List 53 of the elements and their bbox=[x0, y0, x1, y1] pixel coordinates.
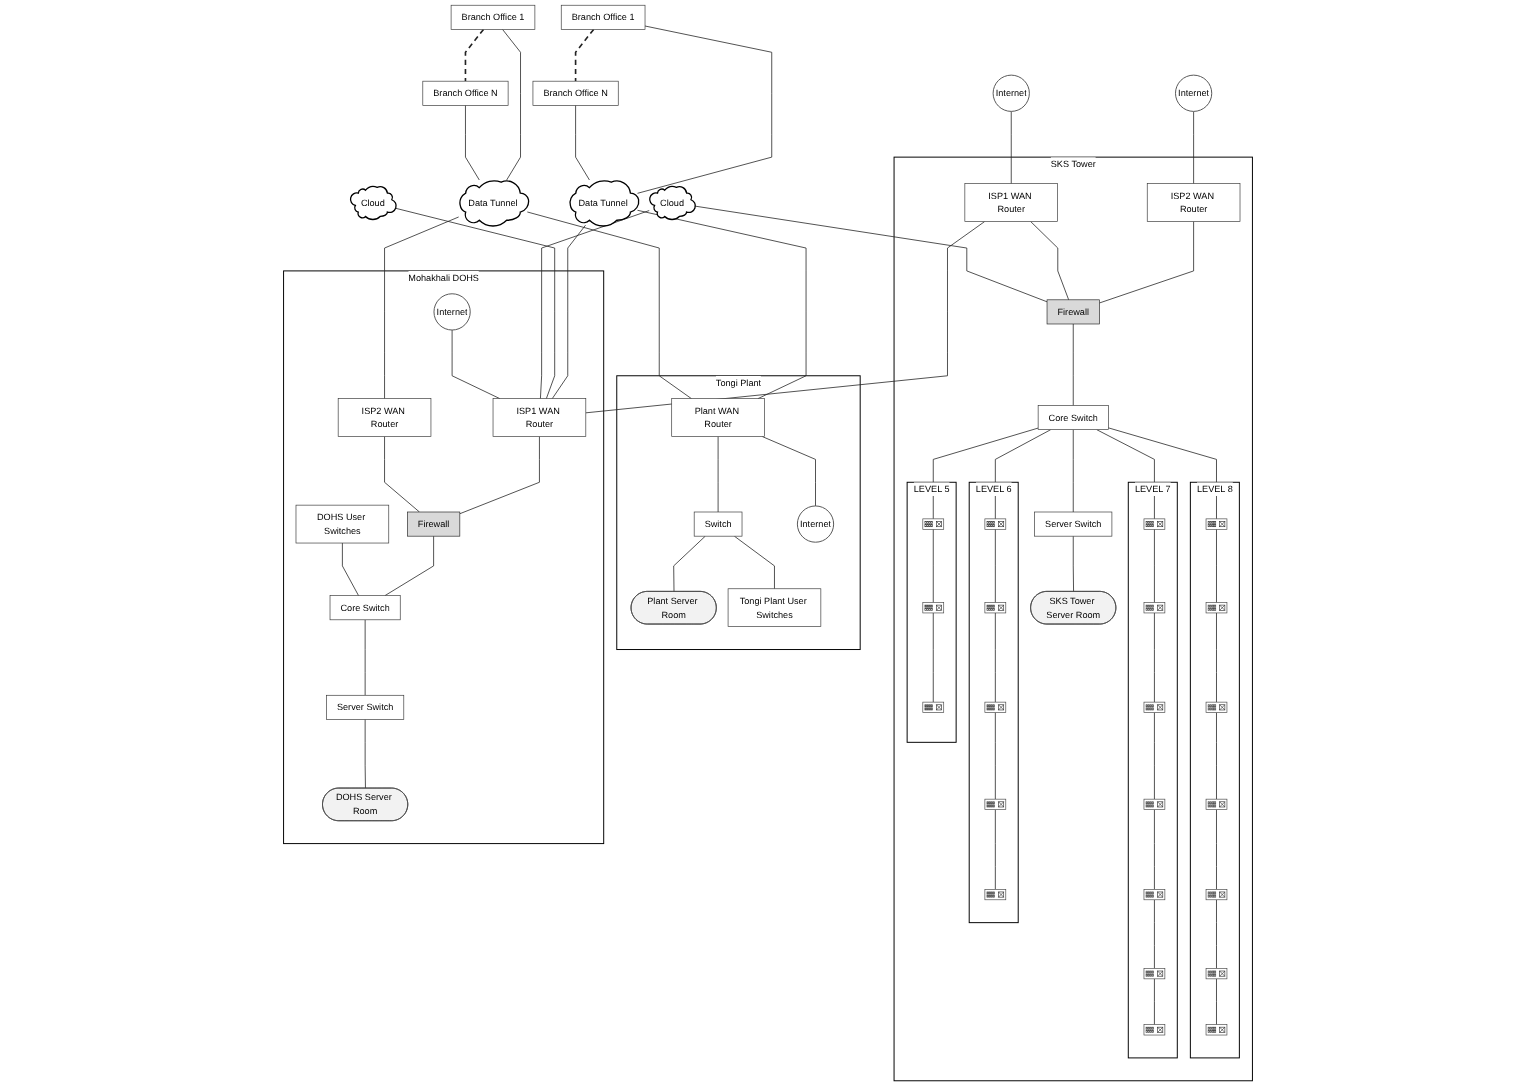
connector bbox=[384, 535, 434, 596]
connector bbox=[1154, 899, 1155, 969]
connector bbox=[734, 535, 775, 590]
connector bbox=[1216, 809, 1217, 890]
connector bbox=[717, 436, 719, 513]
connector bbox=[551, 224, 586, 399]
connector bbox=[994, 809, 996, 890]
connector bbox=[932, 427, 1039, 520]
connector bbox=[1107, 427, 1217, 520]
connector bbox=[1154, 809, 1155, 890]
connector bbox=[1216, 899, 1217, 969]
connector bbox=[761, 436, 816, 507]
connector bbox=[694, 205, 1048, 303]
connector bbox=[1072, 429, 1074, 513]
connector bbox=[540, 210, 650, 399]
connector bbox=[1154, 978, 1155, 1025]
connector bbox=[1072, 323, 1074, 406]
connector bbox=[364, 719, 366, 789]
connector bbox=[637, 209, 807, 399]
connector bbox=[574, 28, 595, 82]
connector bbox=[994, 528, 996, 603]
connector bbox=[1154, 528, 1155, 603]
connector bbox=[994, 612, 996, 703]
connector bbox=[1072, 535, 1074, 593]
connector bbox=[1193, 111, 1194, 185]
connector bbox=[994, 712, 996, 800]
connector bbox=[1216, 712, 1217, 800]
connector bbox=[1096, 429, 1155, 520]
connector bbox=[1216, 528, 1217, 603]
connector bbox=[451, 329, 501, 399]
connector bbox=[459, 436, 540, 515]
connector bbox=[673, 535, 706, 593]
connector bbox=[1216, 612, 1217, 703]
connector bbox=[585, 221, 986, 414]
connector bbox=[1154, 712, 1155, 800]
connector bbox=[384, 216, 460, 399]
connector bbox=[932, 528, 934, 603]
connector bbox=[637, 25, 773, 194]
connector bbox=[932, 612, 934, 703]
connector bbox=[1030, 221, 1070, 301]
connector bbox=[384, 436, 420, 513]
connector bbox=[1010, 111, 1012, 185]
connector bbox=[575, 104, 590, 181]
connector bbox=[1154, 612, 1155, 703]
connector bbox=[502, 29, 521, 181]
connector bbox=[464, 28, 485, 82]
connector bbox=[465, 104, 480, 181]
connector bbox=[1099, 221, 1194, 304]
connector bbox=[1216, 978, 1217, 1025]
connector bbox=[526, 211, 692, 399]
connector bbox=[994, 429, 1052, 520]
connector bbox=[395, 207, 556, 399]
connector bbox=[342, 542, 359, 596]
